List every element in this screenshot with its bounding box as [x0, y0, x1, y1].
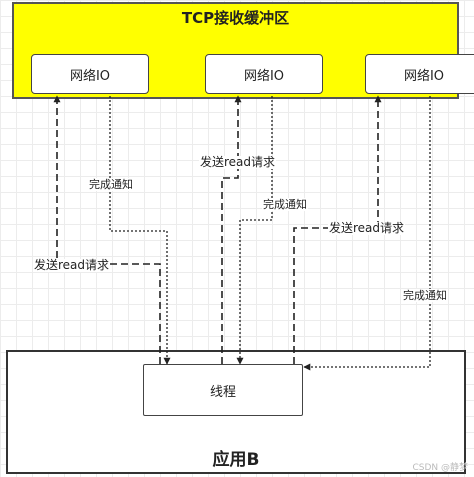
watermark: CSDN @静梦: [412, 463, 468, 473]
complete-arrow-1: [109, 96, 171, 365]
send-read-arrow-2: [221, 95, 242, 364]
application-label: 应用B: [212, 450, 260, 470]
complete-label-1: 完成通知: [88, 178, 134, 191]
send-read-arrow-1: [53, 95, 161, 364]
thread-box: 线程: [143, 364, 303, 416]
send-read-label-3: 发送read请求: [328, 221, 406, 235]
complete-label-3: 完成通知: [402, 289, 448, 302]
send-read-label-2: 发送read请求: [199, 155, 277, 169]
buffer-title: TCP接收缓冲区: [181, 9, 290, 27]
complete-arrow-2: [236, 96, 273, 365]
network-io-box-2: 网络IO: [205, 54, 323, 94]
complete-label-2: 完成通知: [262, 198, 308, 211]
network-io-box-3: 网络IO: [365, 54, 474, 94]
network-io-box-1: 网络IO: [31, 54, 149, 94]
send-read-label-1: 发送read请求: [33, 258, 111, 272]
